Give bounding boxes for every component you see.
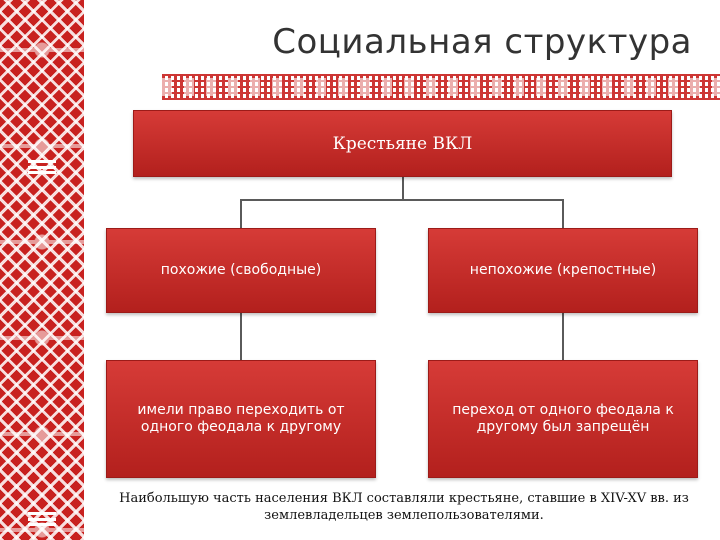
connector-root-down: [402, 177, 404, 200]
connector-to-left: [240, 199, 242, 228]
diagram-node-free: похожие (свободные): [106, 228, 376, 313]
ornament-equals-mark: [28, 160, 56, 174]
slide-caption: Наибольшую часть населения ВКЛ составлял…: [119, 491, 689, 523]
left-ornament-strip: [0, 0, 84, 540]
slide-title: Социальная структура: [272, 22, 692, 62]
diagram-node-free-detail: имели право переходить от одного феодала…: [106, 360, 376, 478]
connector-right-down: [562, 313, 564, 360]
diagram-root-label: Крестьяне ВКЛ: [332, 133, 473, 154]
connector-horizontal: [240, 199, 563, 201]
diagram-node-label: переход от одного феодала к другому был …: [452, 402, 674, 435]
diagram-node-label: непохожие (крепостные): [469, 262, 657, 278]
diagram-root-box: Крестьяне ВКЛ: [133, 110, 672, 177]
diagram-node-serfs-detail: переход от одного феодала к другому был …: [428, 360, 698, 478]
connector-to-right: [562, 199, 564, 228]
ornament-equals-mark: [28, 512, 56, 526]
top-ornament-band: [162, 74, 720, 100]
diagram-node-serfs: непохожие (крепостные): [428, 228, 698, 313]
diagram-node-label: похожие (свободные): [160, 262, 322, 278]
diagram-node-label: имели право переходить от одного феодала…: [137, 402, 345, 435]
connector-left-down: [240, 313, 242, 360]
